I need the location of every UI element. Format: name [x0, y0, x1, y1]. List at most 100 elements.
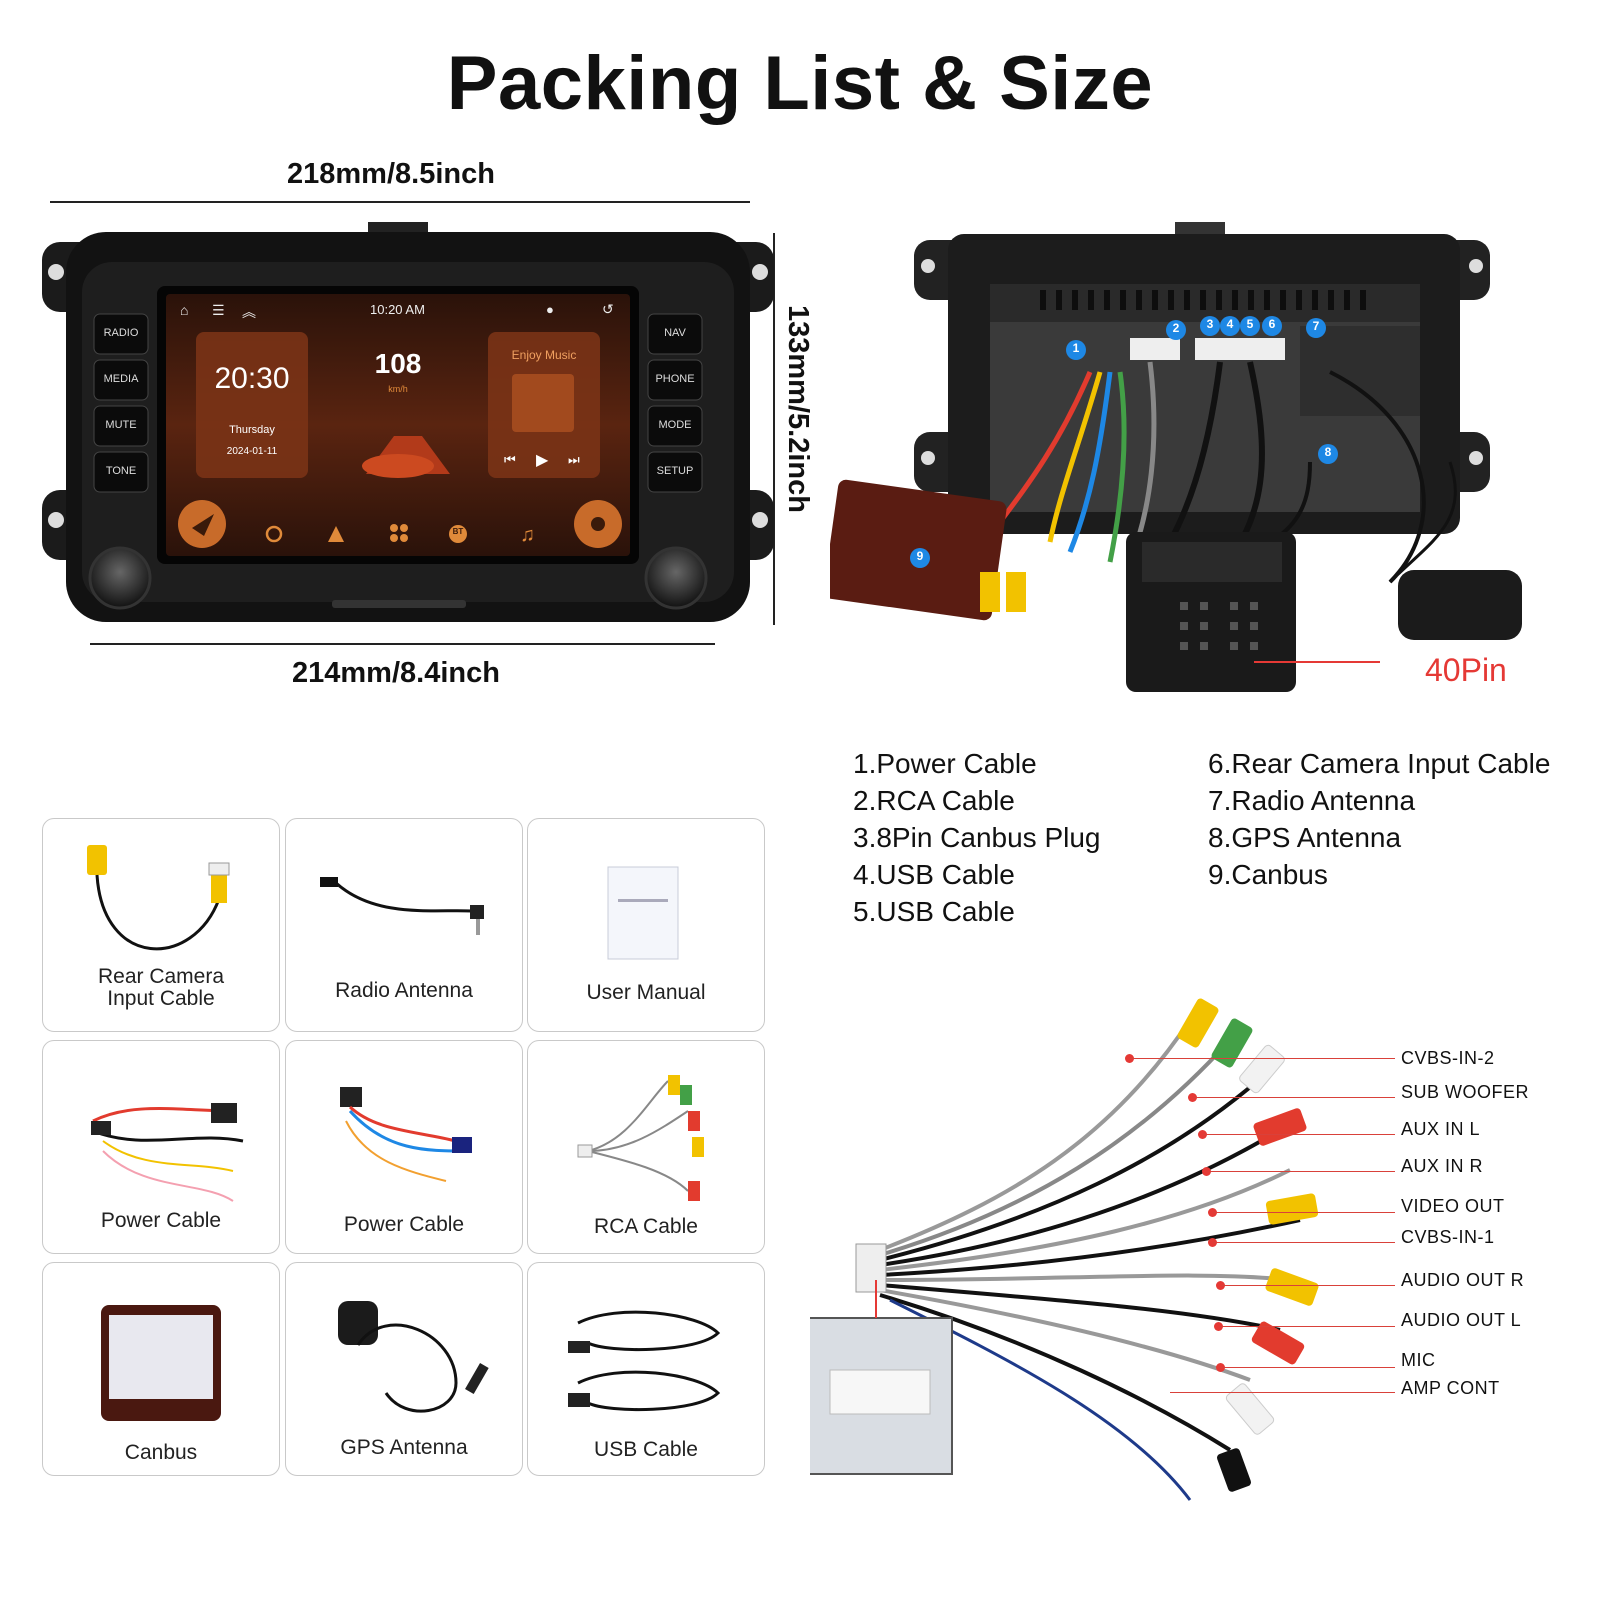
rca-leader-line [1221, 1285, 1395, 1286]
rca-label-audio-out-l: AUDIO OUT L [1401, 1310, 1522, 1330]
bottom-width-line [90, 643, 715, 645]
rca-marker [1208, 1238, 1217, 1247]
rca-label-sub-woofer: SUB WOOFER [1401, 1082, 1530, 1102]
rca-marker [1202, 1167, 1211, 1176]
rca-leader-line [1219, 1326, 1395, 1327]
day-label: Thursday [229, 424, 275, 436]
play-icon[interactable]: ▶ [536, 452, 549, 469]
nav-button[interactable]: NAV [664, 327, 686, 339]
rca-marker [1208, 1208, 1217, 1217]
setup-button[interactable]: SETUP [656, 465, 694, 477]
item-label: Power Cable [100, 1209, 222, 1232]
page-title: Packing List & Size [446, 41, 1154, 126]
rca-label-aux-in-r: AUX IN R [1401, 1156, 1484, 1176]
radio-button[interactable]: RADIO [103, 327, 139, 339]
item-label: Power Cable [343, 1213, 465, 1236]
list-item: 2.RCA Cable [853, 785, 1015, 816]
next-icon[interactable]: ⏭ [568, 452, 580, 467]
list-item: 5.USB Cable [853, 896, 1015, 927]
date-label: 2024-01-11 [226, 446, 278, 457]
home-icon: ⌂ [180, 302, 189, 318]
location-icon: ● [546, 302, 554, 317]
chevron-up-icon: ︽ [242, 304, 256, 320]
tone-button[interactable]: TONE [105, 465, 137, 477]
item-card-usb-cable: USB Cable [527, 1262, 765, 1476]
parts-list-left: 1.Power Cable 2.RCA Cable 3.8Pin Canbus … [853, 745, 1101, 930]
rca-label-audio-out-r: AUDIO OUT R [1401, 1270, 1525, 1290]
marker-9: 9 [916, 549, 924, 563]
item-card-power-cable-1: Power Cable [42, 1040, 280, 1254]
item-card-canbus: Canbus [42, 1262, 280, 1476]
head-unit-front: ♫ RADIO MEDIA MUTE TONE NAV PHONE MODE S… [42, 222, 774, 640]
top-width-label: 218mm/8.5inch [287, 158, 495, 190]
list-item: 1.Power Cable [853, 748, 1037, 779]
item-label: Canbus [124, 1441, 198, 1464]
item-label: Rear Camera [97, 965, 225, 988]
item-label: User Manual [586, 981, 706, 1004]
rca-leader-line [1207, 1171, 1395, 1172]
media-button[interactable]: MEDIA [103, 373, 139, 385]
item-label: RCA Cable [594, 1215, 698, 1238]
rca-marker [1216, 1363, 1225, 1372]
rca-label-cvbs-in-1: CVBS-IN-1 [1401, 1227, 1495, 1247]
rca-leader-line [1193, 1097, 1395, 1098]
item-label-line2: Input Cable [107, 987, 215, 1010]
marker-7: 7 [1312, 319, 1320, 333]
rca-label-amp-cont: AMP CONT [1401, 1378, 1500, 1398]
height-line [773, 233, 775, 625]
previous-icon[interactable]: ⏮ [504, 452, 516, 467]
bottom-width-label: 214mm/8.4inch [292, 657, 500, 689]
marker-1: 1 [1072, 341, 1080, 355]
item-card-gps-antenna: GPS Antenna [285, 1262, 523, 1476]
svg-text:♫: ♫ [520, 524, 535, 546]
item-card-rear-camera-cable: Rear Camera Input Cable [42, 818, 280, 1032]
rca-leader-line [1221, 1367, 1395, 1368]
status-time: 10:20 AM [370, 302, 425, 317]
rca-label-cvbs-in-2: CVBS-IN-2 [1401, 1048, 1495, 1068]
back-icon: ↺ [602, 301, 614, 317]
rca-leader-line [1203, 1134, 1395, 1135]
clock: 20:30 [214, 362, 290, 395]
mute-button[interactable]: MUTE [105, 419, 137, 431]
speed-value: 108 [374, 348, 422, 379]
music-title: Enjoy Music [511, 348, 577, 362]
rca-marker [1216, 1281, 1225, 1290]
list-item: 8.GPS Antenna [1208, 822, 1402, 853]
phone-button[interactable]: PHONE [655, 373, 695, 385]
item-card-rca-cable: RCA Cable [527, 1040, 765, 1254]
rca-label-mic: MIC [1401, 1350, 1436, 1370]
list-item: 6.Rear Camera Input Cable [1208, 748, 1551, 779]
rca-marker [1188, 1093, 1197, 1102]
item-card-radio-antenna: Radio Antenna [285, 818, 523, 1032]
height-label: 133mm/5.2inch [782, 305, 814, 513]
item-label: USB Cable [594, 1438, 698, 1461]
item-label: Radio Antenna [335, 979, 473, 1002]
rca-marker [1125, 1054, 1134, 1063]
bt-icon[interactable]: BT [452, 527, 464, 536]
rca-marker [1198, 1130, 1207, 1139]
connector-label: 40Pin [1425, 652, 1507, 688]
rca-marker [1214, 1322, 1223, 1331]
list-item: 4.USB Cable [853, 859, 1015, 890]
marker-5: 5 [1246, 317, 1254, 331]
marker-4: 4 [1226, 317, 1234, 331]
rca-label-aux-in-l: AUX IN L [1401, 1119, 1481, 1139]
item-label: GPS Antenna [340, 1436, 468, 1459]
rca-harness-diagram: CVBS-IN-2 SUB WOOFER AUX IN L AUX IN R V… [797, 980, 1570, 1540]
parts-list-right: 6.Rear Camera Input Cable 7.Radio Antenn… [1208, 745, 1550, 893]
list-item: 3.8Pin Canbus Plug [853, 822, 1101, 853]
speed-unit: km/h [388, 384, 408, 394]
list-item: 7.Radio Antenna [1208, 785, 1416, 816]
menu-icon: ☰ [212, 302, 225, 318]
rca-leader-line [1130, 1058, 1395, 1059]
rca-leader-line [1213, 1212, 1395, 1213]
marker-3: 3 [1206, 317, 1214, 331]
mode-button[interactable]: MODE [658, 419, 692, 431]
item-card-user-manual: User Manual [527, 818, 765, 1032]
marker-8: 8 [1324, 445, 1332, 459]
marker-6: 6 [1268, 317, 1276, 331]
head-unit-back: 1 2 3 4 5 6 7 8 9 [823, 222, 1565, 712]
rca-leader-line [1213, 1242, 1395, 1243]
marker-2: 2 [1172, 321, 1180, 335]
rca-label-video-out: VIDEO OUT [1401, 1196, 1505, 1216]
